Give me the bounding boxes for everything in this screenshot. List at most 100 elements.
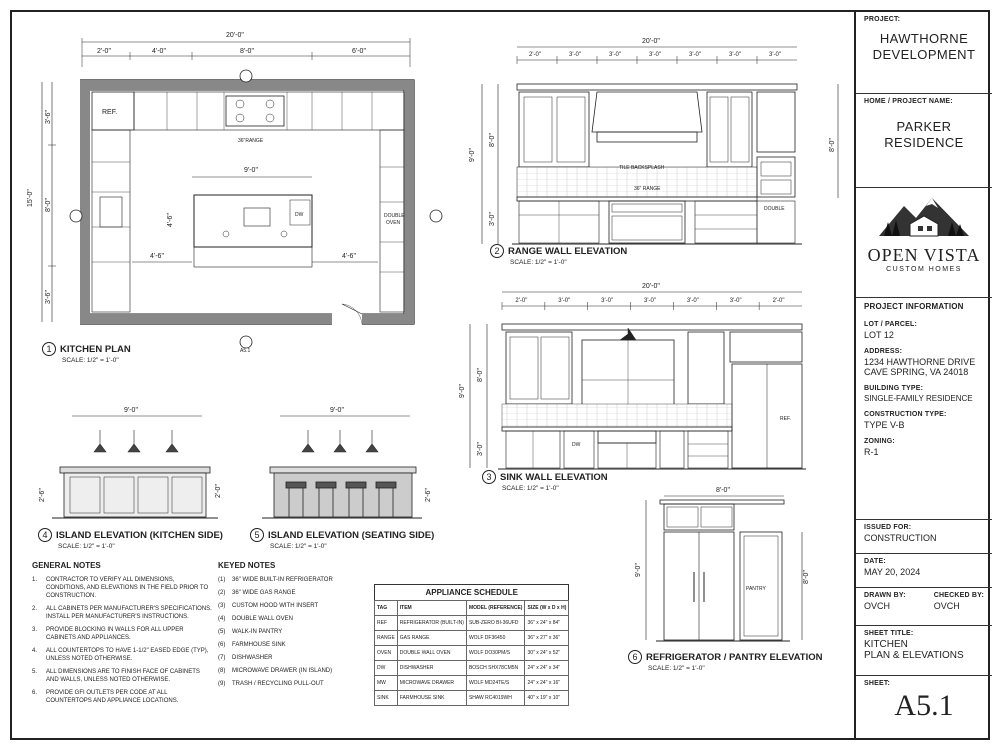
tb-home: HOME / PROJECT NAME: PARKER RESIDENCE [856,94,992,188]
drawing-area: 20'-0" 2'-0" 4'-0" 8'-0" 6'-0" 15'-0" 3'… [12,12,852,738]
sink-height-total: 9'-0" [459,384,466,398]
note-item: (3)CUSTOM HOOD WITH INSERT [218,603,319,609]
sink-height-upper: 8'-0" [477,368,484,382]
kitchen-plan: 20'-0" 2'-0" 4'-0" 8'-0" 6'-0" 15'-0" 3'… [27,32,443,354]
plan-aisle-left: 4'-6" [150,253,164,260]
plan-range-label: 36"RANGE [238,138,264,144]
drawing-sheet: 20'-0" 2'-0" 4'-0" 8'-0" 6'-0" 15'-0" 3'… [10,10,992,740]
note-item: (8)MICROWAVE DRAWER (IN ISLAND) [218,668,333,674]
range-tile-label: TILE BACKSPLASH [619,165,665,171]
range-overall: 20'-0" [642,38,660,45]
tb-sheet-title: SHEET TITLE: KITCHEN PLAN & ELEVATIONS [856,626,992,676]
range-height-base: 3'-0" [489,212,496,226]
plan-dim-4: 6'-0" [352,48,366,55]
range-range-label: 36" RANGE [634,186,661,192]
plan-overall-depth: 15'-0" [27,189,34,207]
note-item: (5)WALK-IN PANTRY [218,629,283,635]
schedule-header-cell: MODEL (REFERENCE) [465,600,526,616]
plan-left-dim-2: 8'-0" [45,198,52,212]
tb-drawn-checked: DRAWN BY: OVCH CHECKED BY: OVCH [856,588,992,626]
fp-height-right: 8'-0" [803,570,810,584]
sink-height-base: 3'-0" [477,442,484,456]
tb-logo: OPEN VISTA CUSTOM HOMES [856,188,992,298]
note-item: 1.CONTRACTOR TO VERIFY ALL DIMENSIONS, C… [32,577,209,599]
schedule-header-cell: TAG [374,600,398,616]
elevation-dim-label: 2'-0" [529,52,541,58]
note-item: 4.ALL COUNTERTOPS TO HAVE 1-1/2" EASED E… [32,648,209,662]
sink-overall: 20'-0" [642,283,660,290]
tb-project-info: PROJECT INFORMATION LOT / PARCEL: LOT 12… [856,298,992,520]
plan-overall-width: 20'-0" [226,32,244,39]
note-item: (9)TRASH / RECYCLING PULL-OUT [218,681,324,687]
drawings-svg: 20'-0" 2'-0" 4'-0" 8'-0" 6'-0" 15'-0" 3'… [27,32,839,642]
range-height-upper: 8'-0" [489,133,496,147]
island-k-width: 9'-0" [124,407,138,414]
plan-left-dim-1: 3'-6" [45,110,52,124]
island-k-height-right: 2'-0" [215,484,222,498]
elevation-dim-label: 3'-0" [649,52,661,58]
note-item: 6.PROVIDE GFI OUTLETS PER CODE AT ALL CO… [32,690,179,704]
note-item: 5.ALL DIMENSIONS ARE TO FINISH FACE OF C… [32,669,200,683]
svg-text:OVEN: OVEN [386,220,401,226]
plan-dim-3: 8'-0" [240,48,254,55]
plan-aisle-right: 4'-6" [342,253,356,260]
elevation-dim-label: 3'-0" [729,52,741,58]
note-item: (2)36" WIDE GAS RANGE [218,590,296,596]
title-block: PROJECT: HAWTHORNE DEVELOPMENT HOME / PR… [854,12,992,738]
elevation-dim-label: 3'-0" [689,52,701,58]
schedule-header-cell: ITEM [396,600,467,616]
keyed-notes: KEYED NOTES (1)36" WIDE BUILT-IN REFRIGE… [218,562,358,693]
island-k-height-left: 2'-6" [39,488,46,502]
elevation-dim-label: 3'-0" [687,298,699,304]
plan-left-dim-3: 3'-6" [45,290,52,304]
range-height-total: 9'-0" [469,148,476,162]
range-height-right: 8'-0" [829,138,836,152]
fp-pantry-label: PANTRY [746,586,766,592]
island-s-width: 9'-0" [330,407,344,414]
note-item: (7)DISHWASHER [218,655,273,661]
elevation-dim-label: 3'-0" [769,52,781,58]
elevation-dim-label: 3'-0" [569,52,581,58]
note-item: 2.ALL CABINETS PER MANUFACTURER'S SPECIF… [32,606,212,620]
plan-ref-label: REF. [102,109,117,116]
note-item: (4)DOUBLE WALL OVEN [218,616,293,622]
tb-project: PROJECT: HAWTHORNE DEVELOPMENT [856,12,992,94]
sink-wall-elevation: 20'-0" 2'-0"3'-0"3'-0"3'-0"3'-0"3'-0"2'-… [459,283,806,470]
plan-oven-label: DOUBLE [384,213,405,219]
plan-section-ref: A5.1 [240,348,251,354]
elevation-dim-label: 2'-0" [773,298,785,304]
plan-dim-1: 2'-0" [97,48,111,55]
note-item: (6)FARMHOUSE SINK [218,642,286,648]
elevation-dim-label: 2'-0" [515,298,527,304]
sink-ref-label: REF. [780,416,791,422]
elevation-dim-label: 3'-0" [601,298,613,304]
elevation-dim-label: 3'-0" [609,52,621,58]
general-notes: GENERAL NOTES 1.CONTRACTOR TO VERIFY ALL… [32,561,212,705]
elevation-dim-label: 3'-0" [730,298,742,304]
range-oven-label: DOUBLE [764,206,785,212]
island-seating-elevation: 9'-0" 2'-6" [262,407,432,519]
tb-date: DATE: MAY 20, 2024 [856,554,992,588]
range-wall-elevation: 20'-0" 2'-0" 3'-0" 3'-0" 3'-0" 3'-0" 3'-0" 3'-… [469,38,839,245]
plan-dim-2: 4'-0" [152,48,166,55]
plan-dw-label: DW [295,212,304,218]
sink-dw-label: DW [572,442,581,448]
schedule-header-cell: SIZE (W x D x H) [524,600,570,616]
island-kitchen-elevation: 9'-0" 2'-6" 2'-0" [39,407,222,519]
tb-sheet-number: SHEET: A5.1 [864,680,954,722]
plan-island-depth: 4'-6" [167,213,174,227]
fp-width: 8'-0" [716,487,730,494]
island-s-height-right: 2'-6" [425,488,432,502]
